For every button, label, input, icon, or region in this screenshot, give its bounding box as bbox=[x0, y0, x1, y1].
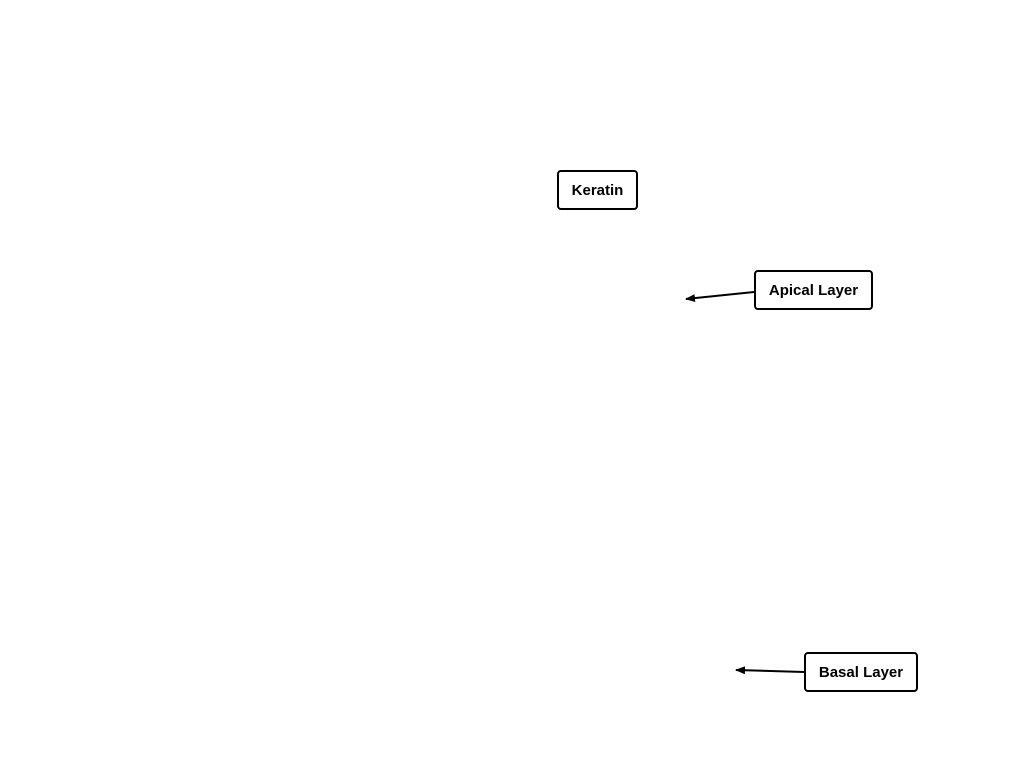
basal-layer-arrow bbox=[735, 666, 805, 675]
keratin-label: Keratin bbox=[571, 181, 624, 199]
keratin-label-box: Keratin bbox=[557, 170, 638, 210]
apical-layer-arrow bbox=[685, 291, 755, 303]
basal-layer-label: Basal Layer bbox=[818, 663, 904, 681]
apical-layer-label-box: Apical Layer bbox=[754, 270, 873, 310]
apical-layer-label: Apical Layer bbox=[768, 281, 859, 299]
basal-layer-label-box: Basal Layer bbox=[804, 652, 918, 692]
